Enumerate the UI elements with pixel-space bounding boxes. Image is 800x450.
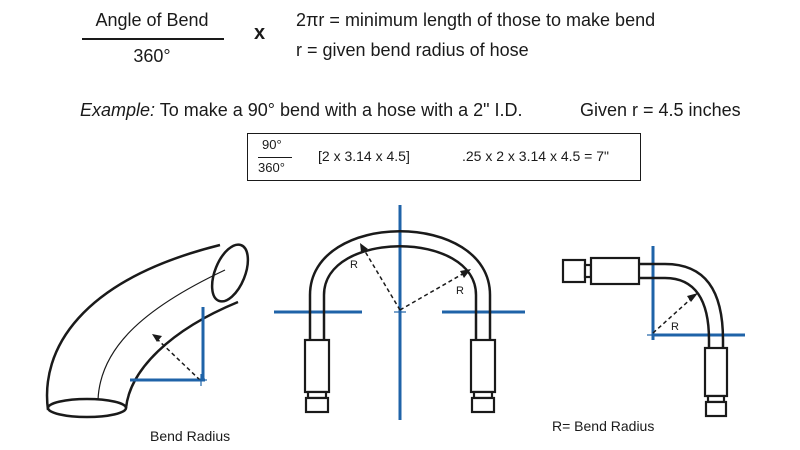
calc-result: .25 x 2 x 3.14 x 4.5 = 7" xyxy=(462,148,610,164)
calc-denominator: 360° xyxy=(258,160,285,175)
ra-left-fitting xyxy=(561,256,641,286)
u-hose-body xyxy=(308,230,492,340)
u-radius-label-left: R xyxy=(350,259,358,271)
u-radius-arrow-right xyxy=(399,271,467,311)
caption-r-bend-radius: R= Bend Radius xyxy=(552,418,655,434)
ra-bottom-fitting xyxy=(703,346,729,418)
ra-radius-label: R xyxy=(671,321,679,333)
caption-bend-radius: Bend Radius xyxy=(150,428,231,444)
calculation-box: 90° 360° [2 x 3.14 x 4.5] .25 x 2 x 3.14… xyxy=(247,133,641,181)
u-left-fitting xyxy=(303,338,331,414)
ra-arrowhead xyxy=(687,293,698,302)
right-angle-hose-figure: R xyxy=(561,246,745,418)
u-bend-hose-figure: R R xyxy=(274,205,525,420)
formula-fraction-bar xyxy=(82,38,224,40)
calc-numerator: 90° xyxy=(262,137,282,152)
example-text: To make a 90° bend with a hose with a 2"… xyxy=(155,100,523,120)
radius-arrowhead xyxy=(152,334,162,342)
u-right-fitting xyxy=(469,338,497,414)
u-arrowhead-left xyxy=(360,243,368,252)
formula-line-2: r = given bend radius of hose xyxy=(296,40,529,60)
formula-denominator: 360° xyxy=(133,46,171,66)
calc-step: [2 x 3.14 x 4.5] xyxy=(318,148,410,164)
example-prefix: Example: xyxy=(80,100,156,120)
u-radius-arrow-left xyxy=(362,247,401,311)
u-arrowhead-right xyxy=(460,269,471,278)
ra-radius-arrow xyxy=(652,296,694,334)
formula-numerator: Angle of Bend xyxy=(95,10,209,30)
calc-fraction-bar xyxy=(258,157,292,158)
example-sentence: Example: To make a 90° bend with a hose … xyxy=(80,100,523,121)
formula-line-1: 2πr = minimum length of those to make be… xyxy=(296,10,656,30)
radius-arrow-line xyxy=(155,337,201,381)
u-radius-label-right: R xyxy=(456,285,464,297)
elbow-pipe-body xyxy=(45,243,250,419)
given-radius: Given r = 4.5 inches xyxy=(580,100,741,120)
multiply-operator: x xyxy=(254,22,266,44)
ra-hose-body xyxy=(639,262,725,348)
elbow-centerline xyxy=(97,269,226,401)
elbow-pipe-figure xyxy=(45,243,250,419)
